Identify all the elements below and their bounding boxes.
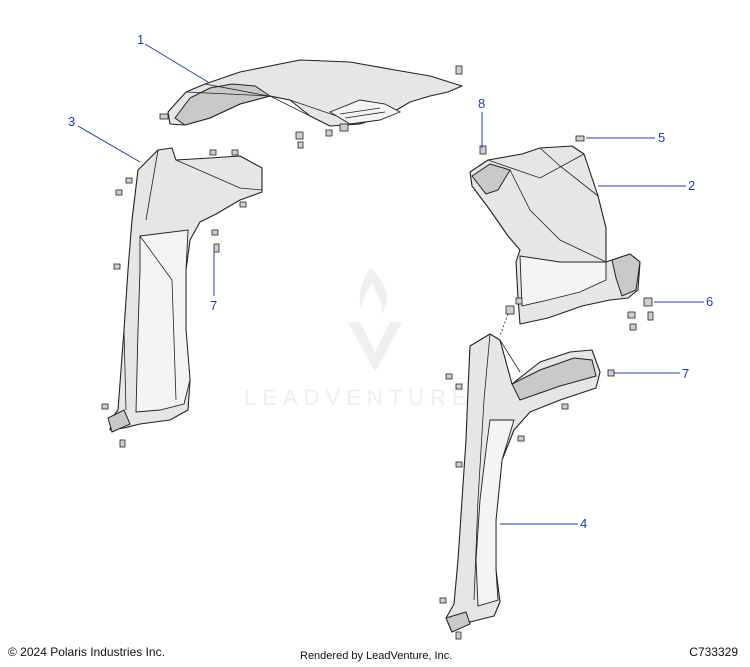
screw-icon [239,201,247,208]
clip-icon [643,297,653,307]
screw-icon [517,435,525,442]
clip-icon [213,243,220,253]
screw-icon [479,145,487,155]
screw-icon [119,439,126,448]
screw-icon [629,323,637,331]
part-3-left-side-panel[interactable] [107,147,263,433]
part-2-hardware [479,135,654,331]
screw-icon [455,461,463,468]
screw-icon [607,369,615,377]
screw-icon [439,597,447,604]
clip-icon [339,123,349,132]
connector-line [499,313,509,337]
screw-icon [561,403,569,410]
part-1-hardware [159,65,463,149]
copyright-text: © 2024 Polaris Industries Inc. [8,645,165,659]
watermark-text: LEADVENTURE [244,385,473,410]
screw-icon [515,297,523,305]
screw-icon [455,383,463,390]
screw-icon [159,113,169,120]
callout-1[interactable]: 1 [137,32,144,47]
screw-icon [297,141,304,149]
screw-icon [575,135,585,142]
callout-4[interactable]: 4 [580,516,587,531]
clip-icon [627,311,636,319]
screw-icon [209,149,217,156]
callout-2[interactable]: 2 [688,178,695,193]
part-4-hardware [439,369,615,640]
callout-3[interactable]: 3 [68,114,75,129]
callout-5[interactable]: 5 [658,130,665,145]
part-4-right-lower-panel[interactable] [445,333,601,633]
screw-icon [455,631,462,640]
callout-7-right[interactable]: 7 [682,366,689,381]
rendered-by-text: Rendered by LeadVenture, Inc. [300,650,453,662]
screw-icon [125,177,133,184]
screw-icon [455,65,463,75]
callout-leaders [77,43,704,525]
callout-8[interactable]: 8 [478,96,485,111]
clip-icon [295,131,304,140]
callout-6[interactable]: 6 [706,294,713,309]
flame-logo-icon [359,268,387,316]
screw-icon [115,189,123,196]
screw-icon [647,311,654,321]
leader-3 [77,125,141,163]
v-logo-icon [348,322,402,372]
part-3-hardware [101,149,247,448]
part-2-right-upper-panel[interactable] [469,145,641,325]
screw-icon [113,263,121,270]
screw-icon [101,403,109,410]
diagram-code-text: C733329 [689,645,738,659]
callout-7-left[interactable]: 7 [210,298,217,313]
clip-icon [505,305,515,315]
screw-icon [231,149,239,156]
screw-icon [211,229,219,236]
screw-icon [445,373,453,380]
callouts: 1 2 3 4 5 6 7 7 8 [68,32,713,531]
part-1-top-panel[interactable] [167,59,463,127]
screw-icon [325,129,333,137]
leadventure-watermark: LEADVENTURE [244,268,473,410]
leader-1 [144,43,209,83]
